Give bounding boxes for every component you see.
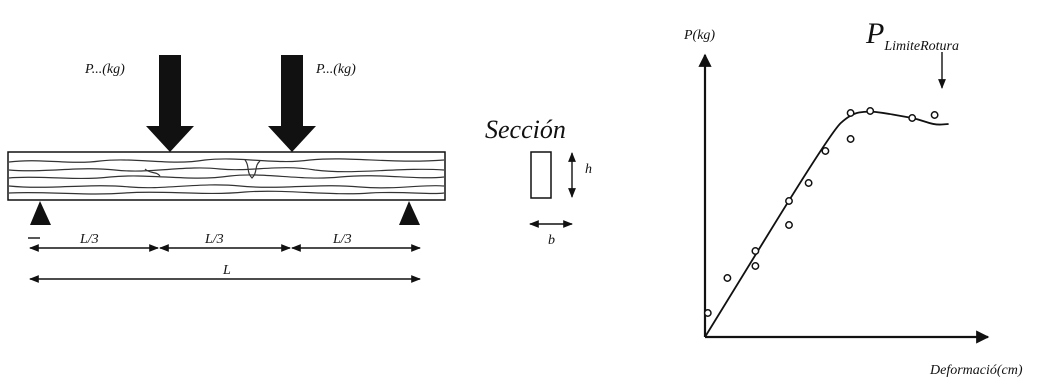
span-third-label-1: L/3: [79, 232, 99, 247]
section-height-label: h: [585, 162, 592, 177]
section-width-label: b: [548, 233, 555, 248]
fit-curve: [704, 110, 949, 338]
data-point-6: [785, 197, 793, 205]
load-arrow-right: [268, 55, 316, 152]
data-points: [703, 107, 939, 317]
section-title: Sección: [485, 115, 566, 144]
wood-grain: [8, 158, 445, 195]
span-thirds: [28, 237, 421, 252]
x-axis-label: Deformació(cm): [929, 363, 1023, 378]
limit-annotation: PLimiteRotura: [865, 17, 959, 54]
load-label-right: P...(kg): [315, 62, 356, 77]
data-point-7: [804, 179, 813, 187]
data-point-10: [846, 109, 855, 117]
data-point-13: [930, 111, 939, 119]
data-point-8: [821, 147, 830, 155]
load-arrow-left: [146, 55, 194, 152]
load-deformation-chart: P(kg) Deformació(cm) PLimiteRotura: [683, 17, 1023, 378]
support-left-icon: [30, 201, 51, 225]
data-point-2: [723, 274, 732, 282]
beam-group: P...(kg) P...(kg): [7, 55, 446, 283]
y-axis-label: P(kg): [683, 28, 715, 43]
support-right-icon: [399, 201, 420, 225]
span-third-label-3: L/3: [332, 232, 352, 247]
data-point-12: [908, 114, 917, 122]
data-point-1: [703, 309, 712, 317]
section-rectangle: [530, 151, 552, 199]
span-total-label: L: [222, 263, 231, 278]
section-group: Sección h b: [485, 115, 592, 248]
data-point-3: [751, 247, 760, 255]
limit-annotation-sub: LimiteRotura: [883, 39, 959, 54]
limit-annotation-main: P: [865, 17, 884, 50]
data-point-9: [846, 135, 855, 143]
span-third-label-2: L/3: [204, 232, 224, 247]
data-point-5: [785, 221, 793, 229]
load-label-left: P...(kg): [84, 62, 125, 77]
data-point-4: [751, 262, 760, 270]
data-point-11: [866, 107, 875, 115]
